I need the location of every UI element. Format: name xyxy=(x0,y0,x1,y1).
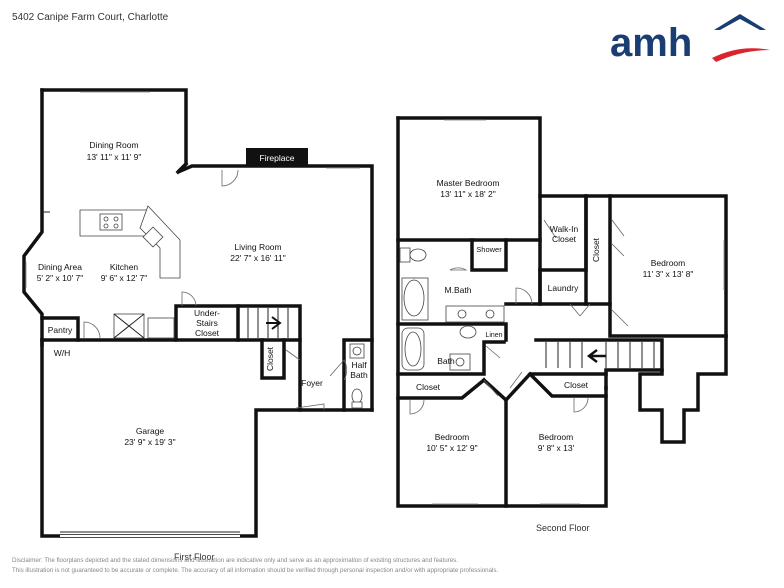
label-line: Bath xyxy=(350,370,368,380)
label-line: Stairs xyxy=(196,318,218,328)
room-label-bedroom-left: Bedroom xyxy=(435,432,470,442)
room-dims-dining-room: 13' 11" x 11' 9" xyxy=(87,152,142,162)
label-line: Under- xyxy=(194,308,220,318)
logo-text: amh xyxy=(610,21,692,65)
room-label-closet-foyer: Closet xyxy=(265,346,275,371)
room-label-closet-mid: Closet xyxy=(564,380,589,390)
room-dims-kitchen: 9' 6" x 12' 7" xyxy=(101,273,148,283)
room-label-linen: Linen xyxy=(485,332,502,339)
stairs-second xyxy=(545,342,655,368)
room-label-shower: Shower xyxy=(476,245,502,254)
room-label-dining-room: Dining Room xyxy=(89,140,138,150)
room-dims-living-room: 22' 7" x 16' 11" xyxy=(230,253,285,263)
room-label-m-bath: M.Bath xyxy=(445,285,472,295)
room-label-closet-left: Closet xyxy=(416,382,441,392)
room-label-laundry: Laundry xyxy=(548,283,579,293)
room-label-living-room: Living Room xyxy=(234,242,281,252)
disclaimer-line-1: Disclaimer: The floorplans depicted and … xyxy=(12,557,458,564)
room-dims-master-bedroom: 13' 11" x 18' 2" xyxy=(440,189,495,199)
stairs-first xyxy=(247,308,289,338)
room-dims-bedroom-right: 11' 3" x 13' 8" xyxy=(643,269,694,279)
second-floor-label: Second Floor xyxy=(536,523,590,533)
room-label-foyer: Foyer xyxy=(301,378,323,388)
room-label-master-bedroom: Master Bedroom xyxy=(437,178,500,188)
room-label-dining-area: Dining Area xyxy=(38,262,82,272)
room-label-bath: Bath xyxy=(437,356,455,366)
disclaimer: Disclaimer: The floorplans depicted and … xyxy=(12,556,782,576)
second-floor-labels: Master Bedroom 13' 11" x 18' 2" Shower W… xyxy=(416,178,693,453)
room-label-bedroom-mid: Bedroom xyxy=(539,432,574,442)
room-label-pantry: Pantry xyxy=(48,325,73,335)
label-line: Closet xyxy=(195,328,220,338)
amh-logo: amh xyxy=(610,14,770,65)
stairs-arrow-icon-second xyxy=(586,349,606,363)
room-label-garage: Garage xyxy=(136,426,165,436)
fireplace-block xyxy=(246,148,308,166)
room-label-bedroom-right: Bedroom xyxy=(651,258,686,268)
stairs-arrow-icon xyxy=(266,316,282,330)
room-dims-dining-area: 5' 2" x 10' 7" xyxy=(37,273,84,283)
first-floor-label: First Floor xyxy=(174,552,215,562)
label-line: Half xyxy=(351,360,367,370)
swoosh-icon xyxy=(712,48,770,62)
room-label-wh: W/H xyxy=(54,348,71,358)
first-floor-labels: Dining Room 13' 11" x 11' 9" Fireplace L… xyxy=(37,140,368,447)
house-roof-icon xyxy=(714,14,766,30)
room-dims-bedroom-left: 10' 5" x 12' 9" xyxy=(426,443,477,453)
room-label-kitchen: Kitchen xyxy=(110,262,139,272)
disclaimer-line-2: This illustration is not guaranteed to b… xyxy=(12,567,499,574)
second-floor-plan xyxy=(396,116,728,508)
room-dims-garage: 23' 9" x 19' 3" xyxy=(124,437,175,447)
property-address: 5402 Canipe Farm Court, Charlotte xyxy=(12,12,169,23)
room-dims-bedroom-mid: 9' 8" x 13' xyxy=(538,443,575,453)
first-floor-plan xyxy=(22,88,374,538)
label-line: Walk-In xyxy=(550,224,579,234)
label-line: Closet xyxy=(552,234,577,244)
room-label-closet-vertical: Closet xyxy=(591,237,601,262)
room-label-fireplace: Fireplace xyxy=(260,153,295,163)
